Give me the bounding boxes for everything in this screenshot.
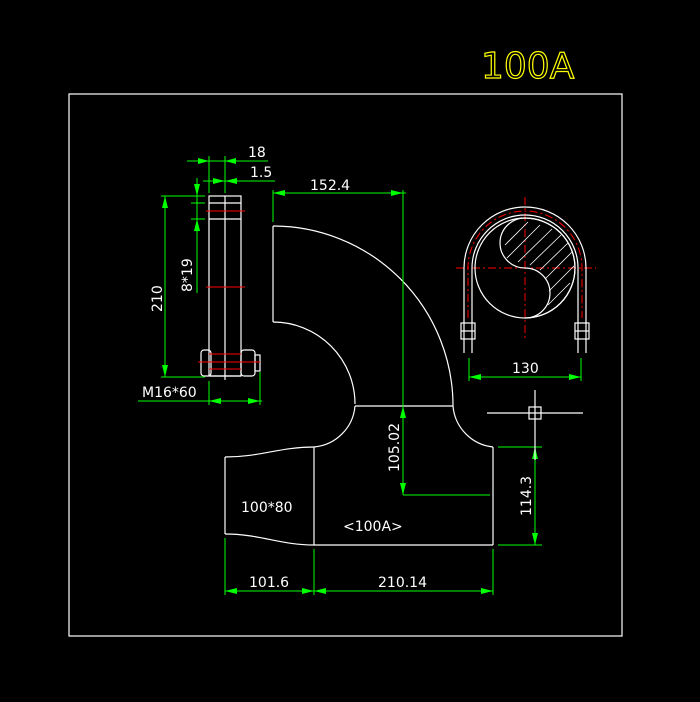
svg-text:101.6: 101.6 bbox=[249, 575, 289, 591]
dim-bolt-spec: 8*19 bbox=[180, 178, 205, 293]
bolt-view bbox=[198, 195, 261, 380]
dim-tee-length: 210.14 bbox=[378, 575, 427, 591]
dim-tee-height: 105.02 bbox=[387, 406, 490, 496]
dim-tee-od: 114.3 bbox=[498, 446, 542, 546]
svg-text:1.5: 1.5 bbox=[250, 165, 272, 181]
reducer-label: 100*80 bbox=[241, 500, 293, 516]
drawing-title: 100A bbox=[481, 46, 575, 87]
svg-text:114.3: 114.3 bbox=[519, 476, 535, 516]
hatched-section bbox=[499, 217, 576, 319]
crosshair-cursor bbox=[487, 390, 583, 460]
dim-nut: M16*60 bbox=[138, 372, 262, 405]
svg-text:105.02: 105.02 bbox=[387, 423, 403, 472]
u-bolt-view bbox=[456, 197, 596, 353]
drawing-frame bbox=[68, 93, 623, 637]
part-label: <100A> bbox=[343, 519, 403, 535]
svg-text:152.4: 152.4 bbox=[310, 178, 350, 194]
dim-bolt-length: 210 bbox=[150, 195, 205, 378]
svg-text:M16*60: M16*60 bbox=[142, 385, 197, 401]
dim-bolt-gap: 1.5 bbox=[203, 165, 275, 184]
svg-text:18: 18 bbox=[248, 145, 266, 161]
svg-text:130: 130 bbox=[512, 361, 539, 377]
svg-text:210: 210 bbox=[150, 285, 166, 312]
dim-ubolt-span: 130 bbox=[468, 358, 582, 381]
svg-text:8*19: 8*19 bbox=[180, 258, 196, 292]
elbow-tee-body bbox=[224, 225, 494, 546]
dim-reducer-length: 101.6 210.14 bbox=[224, 538, 494, 595]
dim-bolt-width: 18 bbox=[187, 145, 268, 193]
dim-elbow-radius: 152.4 bbox=[272, 178, 406, 495]
